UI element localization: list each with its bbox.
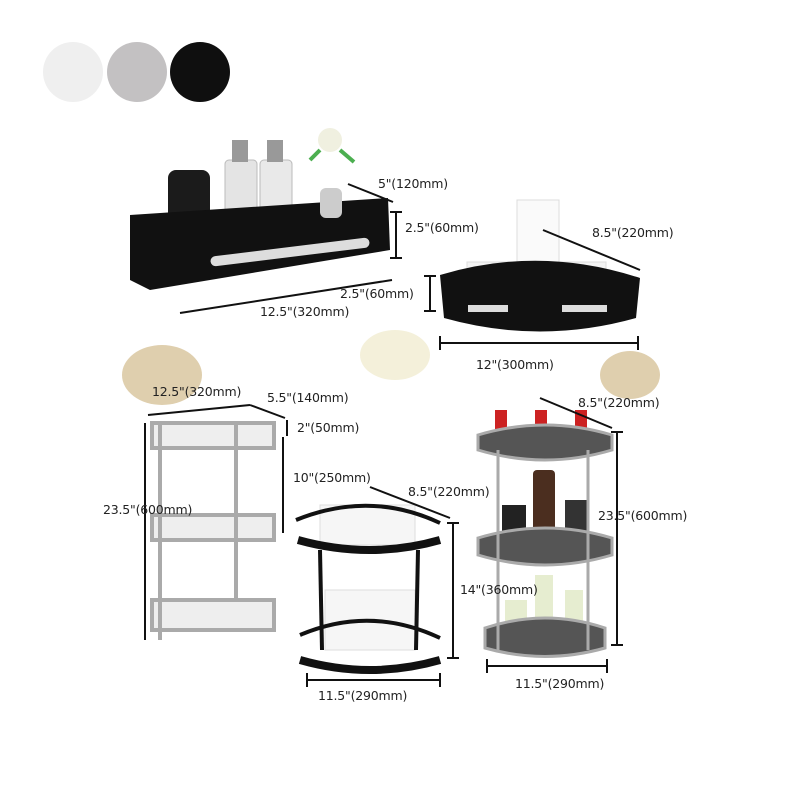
- three-tier-rect-spacing-label: 10"(250mm): [293, 470, 371, 485]
- two-tier-corner-side-label: 8.5"(220mm): [408, 484, 490, 499]
- three-tier-rect-depth-label: 5.5"(140mm): [267, 390, 349, 405]
- three-tier-corner-height-label: 23.5"(600mm): [598, 508, 688, 523]
- rect-shelf-depth-label: 5"(120mm): [378, 176, 448, 191]
- rect-shelf-image: [130, 128, 390, 290]
- three-tier-rect-height-label: 23.5"(600mm): [103, 502, 193, 517]
- corner-shelf-side-label: 8.5"(220mm): [592, 225, 674, 240]
- two-tier-corner-width-label: 11.5"(290mm): [318, 688, 408, 703]
- color-swatch-white[interactable]: [43, 42, 103, 102]
- rect-shelf-width-label: 12.5"(320mm): [260, 304, 350, 319]
- corner-shelf-width-label: 12"(300mm): [476, 357, 554, 372]
- two-tier-corner-image: [295, 503, 442, 674]
- corner-shelf-height-label: 2.5"(60mm): [340, 286, 414, 301]
- two-tier-corner-height-label: 14"(360mm): [460, 582, 538, 597]
- rect-shelf-height-label: 2.5"(60mm): [405, 220, 479, 235]
- three-tier-rect-tier-height-label: 2"(50mm): [297, 420, 360, 435]
- three-tier-corner-side-label: 8.5"(220mm): [578, 395, 660, 410]
- three-tier-corner-width-label: 11.5"(290mm): [515, 676, 605, 691]
- dimension-lines: [144, 183, 641, 687]
- three-tier-rect-image: [150, 421, 276, 640]
- three-tier-corner-image: [476, 410, 614, 658]
- three-tier-rect-width-label: 12.5"(320mm): [152, 384, 242, 399]
- color-swatch-black[interactable]: [170, 42, 230, 102]
- color-swatch-silver[interactable]: [107, 42, 167, 102]
- corner-shelf-image: [440, 199, 640, 332]
